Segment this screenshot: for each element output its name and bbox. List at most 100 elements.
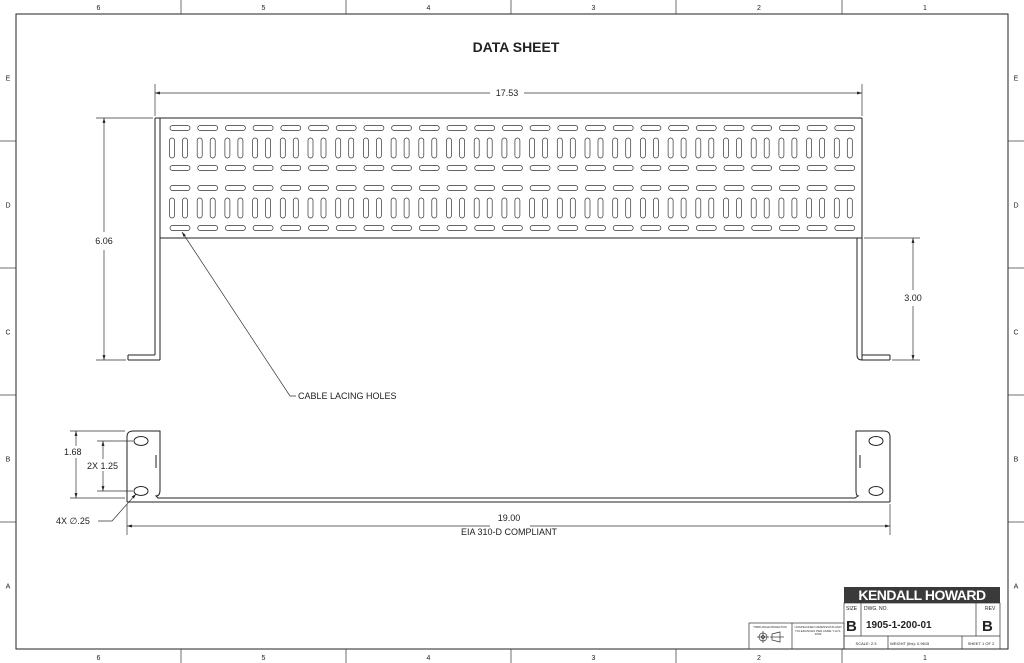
svg-text:DWG. NO.: DWG. NO. [864, 606, 888, 612]
lacing-slot [806, 197, 812, 219]
page-title: DATA SHEET [473, 39, 560, 55]
svg-text:2X 1.25: 2X 1.25 [87, 461, 118, 471]
lacing-slot [280, 125, 302, 131]
lacing-slot [197, 185, 219, 191]
lacing-slot [723, 165, 745, 171]
lacing-slot [502, 225, 523, 231]
lacing-slot [668, 225, 689, 231]
lacing-slot [584, 197, 591, 219]
title-block: KENDALL HOWARD SIZE B DWG. NO. 1905-1-20… [748, 587, 1001, 650]
lacing-slot [335, 165, 357, 171]
lacing-slot [779, 125, 800, 131]
lacing-slot [363, 137, 369, 159]
lacing-slot [779, 165, 800, 171]
lacing-slot [279, 137, 286, 159]
lacing-slot [514, 137, 521, 159]
lacing-slot [846, 197, 853, 219]
svg-text:THIRD ANGLE PROJECTION: THIRD ANGLE PROJECTION [753, 626, 787, 629]
lacing-slot [723, 125, 745, 131]
svg-text:19.00: 19.00 [498, 513, 521, 523]
lacing-slot [280, 165, 302, 171]
lacing-slot [625, 197, 632, 219]
dim-hole-spacing: 2X 1.25 [87, 440, 133, 492]
lacing-slot [225, 185, 246, 191]
lacing-slot [640, 197, 646, 219]
lacing-slot [446, 225, 468, 231]
lacing-slot [529, 225, 551, 231]
zone-column-label: 1 [923, 5, 927, 12]
svg-text:SCALE: 2:3: SCALE: 2:3 [856, 641, 878, 646]
lacing-slot [723, 185, 745, 191]
lacing-slot [736, 137, 742, 159]
lacing-slot [585, 125, 606, 131]
lacing-slot [252, 197, 258, 219]
zone-column-label: 2 [757, 655, 761, 662]
lacing-slot [529, 137, 535, 159]
lacing-slot [750, 137, 757, 159]
lacing-slot [486, 197, 493, 219]
dim-front-height: 1.68 [64, 430, 125, 499]
lacing-slot [474, 225, 496, 231]
lacing-slot [209, 137, 216, 159]
lacing-slot [348, 137, 355, 159]
lacing-slot [308, 185, 329, 191]
lacing-slot [418, 185, 440, 191]
lacing-slot [819, 137, 825, 159]
lacing-slot [292, 137, 299, 159]
lacing-slot [556, 197, 563, 219]
lacing-slot [640, 137, 646, 159]
lacing-slot [376, 137, 382, 159]
zone-row-label: E [1014, 76, 1019, 83]
lacing-slot [363, 197, 369, 219]
lacing-slot [308, 125, 329, 131]
lacing-slot [237, 197, 244, 219]
lacing-slot [668, 165, 689, 171]
lacing-slot [225, 125, 246, 131]
company-logo: KENDALL HOWARD [858, 587, 986, 603]
size-value: B [846, 618, 857, 635]
lacing-slot [529, 125, 551, 131]
lacing-slot [640, 185, 662, 191]
drawing-number: 1905-1-200-01 [866, 620, 932, 631]
dim-hole-diameter: 4X ∅.25 [56, 493, 137, 526]
lacing-slot [751, 125, 773, 131]
lacing-slot [376, 197, 382, 219]
lacing-slot [197, 225, 219, 231]
lacing-slot [723, 137, 729, 159]
lacing-slot [834, 225, 856, 231]
dim-flange-height: 3.00 [864, 237, 922, 361]
lacing-slot [197, 165, 219, 171]
dim-label: 3.00 [904, 293, 922, 303]
lacing-slot [695, 125, 717, 131]
lacing-slot [585, 225, 606, 231]
lacing-slot [597, 197, 604, 219]
lacing-slot [307, 137, 314, 159]
lacing-slot [224, 137, 231, 159]
lacing-slot [446, 185, 468, 191]
lacing-slot [197, 125, 219, 131]
lacing-slot [252, 165, 274, 171]
lacing-slot [391, 185, 412, 191]
lacing-slot [292, 197, 299, 219]
zone-row-label: C [5, 330, 10, 337]
lacing-slot [501, 197, 508, 219]
lacing-slot [514, 197, 521, 219]
lacing-slot [569, 197, 576, 219]
lacing-slot [779, 225, 800, 231]
lacing-slot [557, 185, 579, 191]
svg-text:WEIGHT (lbs): 0.9615: WEIGHT (lbs): 0.9615 [890, 641, 930, 646]
lacing-slot [640, 125, 662, 131]
zone-column-label: 4 [427, 5, 431, 12]
zone-column-label: 3 [592, 655, 596, 662]
cable-lacing-slots [169, 125, 856, 231]
lacing-slot [474, 185, 496, 191]
lacing-slot [668, 125, 689, 131]
lacing-slot [585, 165, 606, 171]
svg-text:4X ∅.25: 4X ∅.25 [56, 516, 90, 526]
lacing-slot [418, 137, 425, 159]
lacing-slot [653, 137, 659, 159]
lacing-slot [612, 185, 634, 191]
lacing-slot [502, 125, 523, 131]
